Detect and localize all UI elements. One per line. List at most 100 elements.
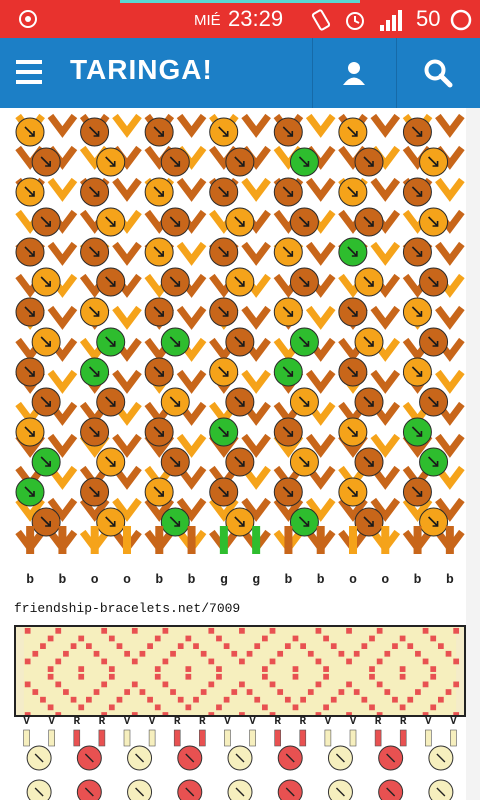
preview-cell <box>200 650 207 657</box>
knot-arrow <box>89 486 100 497</box>
preview-cell <box>369 635 375 642</box>
preview-cell <box>369 673 375 680</box>
knot-arrow <box>24 426 35 437</box>
preview-cell <box>55 658 62 665</box>
knot-arrow <box>169 216 181 227</box>
preview-cell <box>223 643 230 649</box>
preview-cell <box>422 681 429 688</box>
preview-cell <box>384 650 391 657</box>
preview-cell <box>116 696 123 703</box>
preview-cell <box>453 681 460 688</box>
preview-cell <box>147 643 153 649</box>
knot-arrow <box>218 486 229 497</box>
knot-arrow <box>298 516 310 527</box>
knot-arrow <box>428 276 439 287</box>
knot <box>428 779 454 800</box>
strand-end <box>252 526 261 554</box>
preview-cell <box>231 689 238 695</box>
preview-cell <box>47 635 54 642</box>
preview-cell <box>139 650 146 657</box>
knot-arrow <box>234 216 245 227</box>
preview-cell <box>399 704 406 711</box>
knot-arrow <box>363 276 374 287</box>
strand-end <box>249 729 256 747</box>
strand-label: b <box>155 572 164 587</box>
signal-icon <box>380 10 402 31</box>
knot-arrow <box>169 396 181 407</box>
preview-cell <box>47 704 54 711</box>
knot-arrow <box>135 787 145 797</box>
preview-cell <box>254 643 261 649</box>
preview-cell <box>208 627 215 634</box>
preview-cell <box>78 673 85 680</box>
strand-segment <box>305 177 336 202</box>
knot-arrow <box>105 456 116 467</box>
preview-cell <box>154 666 161 672</box>
preview-cell <box>124 650 130 657</box>
strand-end <box>199 729 206 747</box>
strand-segment <box>112 177 142 202</box>
strand-segment <box>370 113 401 138</box>
preview-cell <box>307 650 314 657</box>
pattern-credit[interactable]: friendship-bracelets.net/7009 <box>14 601 241 616</box>
knot-arrow <box>282 486 294 497</box>
user-button[interactable] <box>313 38 395 108</box>
preview-cell <box>376 627 383 634</box>
knot-arrow <box>235 787 245 797</box>
strand-label: V <box>48 716 55 728</box>
strand-segment <box>112 433 142 458</box>
knot-arrow <box>153 186 164 197</box>
strand-segment <box>241 177 271 202</box>
strand-segment <box>435 369 465 394</box>
vibrate-icon <box>311 9 331 31</box>
menu-icon[interactable] <box>16 60 44 86</box>
strand-label: R <box>199 716 206 728</box>
knot-arrow <box>218 126 229 137</box>
strand-end <box>58 526 67 554</box>
knot-arrow <box>298 396 310 407</box>
preview-cell <box>108 635 115 642</box>
preview-cell <box>315 681 322 688</box>
search-button[interactable] <box>397 38 479 108</box>
preview-cell <box>101 712 108 715</box>
preview-cell <box>292 673 299 680</box>
knot-arrow <box>89 126 100 137</box>
preview-cell <box>376 681 383 688</box>
strand-label: R <box>299 716 306 728</box>
strand-label: R <box>400 716 407 728</box>
knot-arrow <box>105 396 116 407</box>
strand-label: o <box>349 572 357 587</box>
preview-cell <box>139 689 146 695</box>
preview-cell <box>430 635 437 642</box>
preview-cell <box>353 689 360 695</box>
preview-cell <box>162 627 169 634</box>
preview-cell <box>277 650 284 657</box>
strand-segment <box>435 305 465 330</box>
strand-label: o <box>90 572 99 587</box>
preview-cell <box>262 666 268 672</box>
strand-label: g <box>219 572 228 587</box>
preview-cell <box>193 643 199 649</box>
site-logo[interactable]: TARINGA! <box>70 54 213 85</box>
strand-label: R <box>274 716 281 728</box>
preview-cell <box>422 627 429 634</box>
strand-segment <box>112 369 142 394</box>
strand-segment <box>112 497 142 522</box>
knot-arrow <box>89 366 100 377</box>
preview-cell <box>86 696 92 703</box>
preview-cell <box>216 635 222 642</box>
knot-arrow <box>218 426 229 437</box>
knot-arrow <box>84 787 94 797</box>
knot-arrow <box>386 787 396 797</box>
knot-arrow <box>40 396 51 407</box>
knot-arrow <box>428 456 439 467</box>
preview-cell <box>392 696 398 703</box>
knot <box>378 779 404 800</box>
preview-cell <box>185 666 192 672</box>
preview-cell <box>86 643 92 649</box>
strand-label: V <box>249 716 256 728</box>
strand-label: b <box>58 572 67 587</box>
knot-arrow <box>335 753 345 763</box>
strand-end <box>284 526 293 554</box>
